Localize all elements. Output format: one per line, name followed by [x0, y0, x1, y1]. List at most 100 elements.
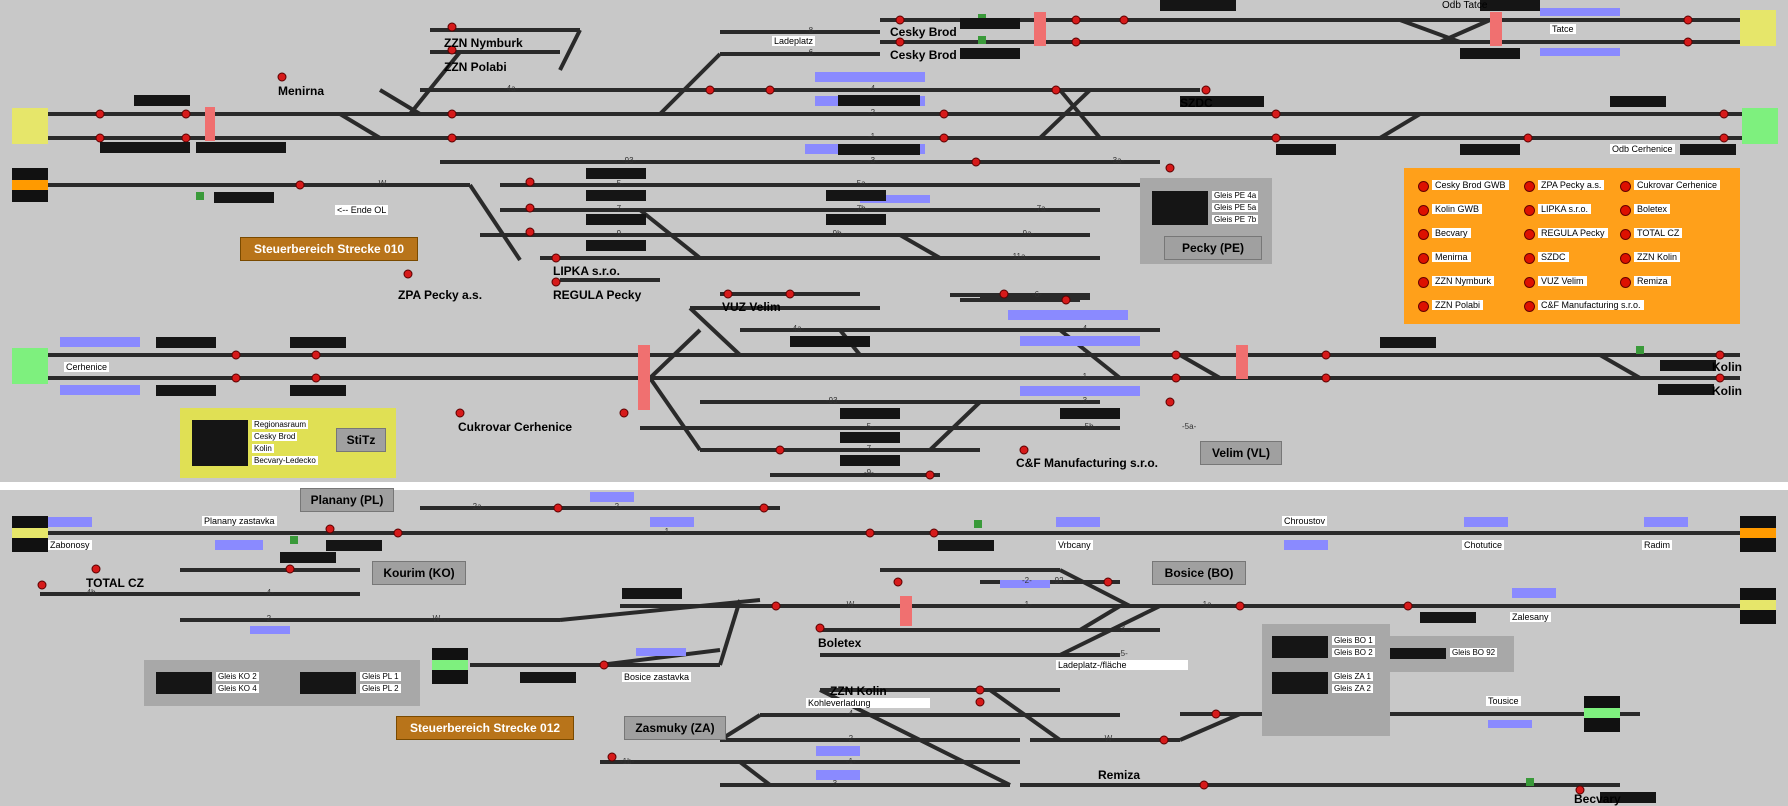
indicator-block: [826, 214, 886, 225]
siding-signal-icon: [1620, 181, 1631, 192]
track-label: -5a-: [1182, 422, 1197, 431]
pecky-gleis-1[interactable]: Gleis PE 4a: [1212, 191, 1259, 200]
region-pecky-pe[interactable]: Pecky (PE): [1164, 236, 1262, 260]
region-bosice-bo[interactable]: Bosice (BO): [1152, 561, 1246, 585]
siding-signal-icon: [1418, 181, 1429, 192]
indicator-block: [586, 168, 646, 179]
indicator-block: [156, 385, 216, 396]
track-label: -5-: [1118, 649, 1128, 658]
planany-gleis-2[interactable]: Gleis PL 2: [360, 684, 401, 693]
region-velim-vl[interactable]: Velim (VL): [1200, 441, 1282, 465]
station-label: ZZN Kolin: [830, 684, 887, 698]
siding-entry[interactable]: Cesky Brod GWB: [1432, 180, 1509, 190]
region-steuerbereich-010[interactable]: Steuerbereich Strecke 010: [240, 237, 418, 261]
indicator-block: [838, 95, 920, 106]
region-stitz[interactable]: StiTz: [336, 428, 386, 452]
siding-signal-icon: [1524, 253, 1535, 264]
track-label: -1-: [868, 132, 878, 141]
region-zasmuky-za[interactable]: Zasmuky (ZA): [624, 716, 726, 740]
indicator-block: [1660, 360, 1716, 371]
siding-entry[interactable]: ZPA Pecky a.s.: [1538, 180, 1605, 190]
station-label: Cukrovar Cerhenice: [458, 420, 573, 434]
stitz-item[interactable]: Cesky Brod: [252, 432, 298, 441]
indicator-block: [838, 144, 920, 155]
reserved-sections: [48, 8, 1688, 780]
track-label: -9a-: [1020, 229, 1035, 238]
siding-entry[interactable]: ZZN Polabi: [1432, 300, 1484, 310]
indicator-block: [326, 540, 382, 551]
siding-signal-icon: [1620, 277, 1631, 288]
station-label: Cerhenice: [64, 362, 110, 372]
indicator-block: [1420, 612, 1476, 623]
pecky-gleis-3[interactable]: Gleis PE 7b: [1212, 215, 1259, 224]
siding-entry[interactable]: Kolin GWB: [1432, 204, 1483, 214]
kourim-gleis-1[interactable]: Gleis KO 2: [216, 672, 259, 681]
station-label: Kolin: [1712, 384, 1742, 398]
siding-entry[interactable]: TOTAL CZ: [1634, 228, 1683, 238]
indicator-block: [586, 214, 646, 225]
region-kourim-ko[interactable]: Kourim (KO): [372, 561, 466, 585]
zasmuky-gleis-1[interactable]: Gleis ZA 1: [1332, 672, 1373, 681]
occupied-sections: [205, 12, 1502, 626]
indicator-block: [156, 672, 212, 694]
planany-gleis-1[interactable]: Gleis PL 1: [360, 672, 401, 681]
siding-entry[interactable]: Cukrovar Cerhenice: [1634, 180, 1721, 190]
pecky-gleis-2[interactable]: Gleis PE 5a: [1212, 203, 1259, 212]
siding-entry[interactable]: REGULA Pecky: [1538, 228, 1608, 238]
indicator-block: [1390, 648, 1446, 659]
stitz-item[interactable]: Kolin: [252, 444, 274, 453]
station-label: Kohleverladung: [806, 698, 930, 708]
kourim-gleis-2[interactable]: Gleis KO 4: [216, 684, 259, 693]
indicator-block: [960, 18, 1020, 29]
siding-entry[interactable]: LIPKA s.r.o.: [1538, 204, 1592, 214]
stitz-item[interactable]: Regionasraum: [252, 420, 309, 429]
track-label: -4-: [868, 84, 878, 93]
siding-entry[interactable]: Menirna: [1432, 252, 1471, 262]
indicator-block: [290, 385, 346, 396]
siding-signal-icon: [1524, 229, 1535, 240]
siding-signal-icon: [1524, 181, 1535, 192]
indicator-block: [1276, 144, 1336, 155]
region-steuerbereich-012[interactable]: Steuerbereich Strecke 012: [396, 716, 574, 740]
indicator-block: [938, 540, 994, 551]
siding-entry[interactable]: Boletex: [1634, 204, 1671, 214]
station-label: Planany zastavka: [202, 516, 277, 526]
track-label: -3a-: [1110, 156, 1125, 165]
siding-entry[interactable]: Remiza: [1634, 276, 1671, 286]
track-label: -8-: [806, 26, 816, 35]
bosice-92-panel: Gleis BO 92: [1386, 636, 1514, 672]
indicator-block: [1600, 792, 1656, 803]
bosice-gleis-1[interactable]: Gleis BO 1: [1332, 636, 1375, 645]
siding-entry[interactable]: VUZ Velim: [1538, 276, 1587, 286]
zasmuky-gleis-2[interactable]: Gleis ZA 2: [1332, 684, 1373, 693]
stitz-item[interactable]: Becvary-Ledecko: [252, 456, 318, 465]
track-label: -4a-: [790, 324, 805, 333]
siding-signal-icon: [1524, 301, 1535, 312]
indicator-block: [1180, 96, 1264, 107]
siding-signal-icon: [1620, 229, 1631, 240]
station-label: Odb Tatce: [1442, 0, 1488, 11]
siding-entry[interactable]: SZDC: [1538, 252, 1569, 262]
indicator-block: [196, 142, 286, 153]
station-label: Becvary: [1574, 792, 1621, 806]
indicator-block: [826, 190, 886, 201]
siding-signal-icon: [1620, 205, 1631, 216]
bosice-gleis-2[interactable]: Gleis BO 2: [1332, 648, 1375, 657]
track-label: -2-: [264, 614, 274, 623]
siding-entry[interactable]: C&F Manufacturing s.r.o.: [1538, 300, 1644, 310]
station-label[interactable]: <-- Ende OL: [335, 205, 389, 215]
siding-entry[interactable]: ZZN Nymburk: [1432, 276, 1494, 286]
track-label: -3-: [830, 779, 840, 788]
siding-entry[interactable]: ZZN Kolin: [1634, 252, 1681, 262]
track-label: -4a-: [504, 84, 519, 93]
region-planany-pl[interactable]: Planany (PL): [300, 488, 394, 512]
bosice-gleis-92[interactable]: Gleis BO 92: [1450, 648, 1498, 657]
indicator-block: [1460, 144, 1520, 155]
track-label: -4b-: [84, 588, 99, 597]
stub-yellow-cesky-brod-west: [12, 108, 48, 144]
siding-entry[interactable]: Becvary: [1432, 228, 1471, 238]
station-label: VUZ Velim: [722, 300, 781, 314]
track-label: -1a-: [1200, 600, 1215, 609]
